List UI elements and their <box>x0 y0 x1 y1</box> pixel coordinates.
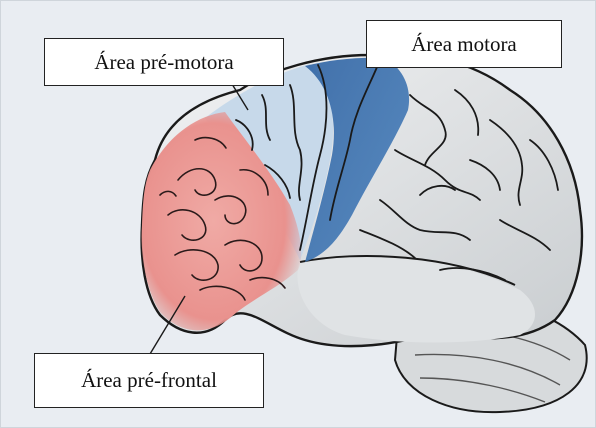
premotor-label: Área pré-motora <box>44 38 284 86</box>
motor-label: Área motora <box>366 20 562 68</box>
prefrontal-label: Área pré-frontal <box>34 353 264 408</box>
